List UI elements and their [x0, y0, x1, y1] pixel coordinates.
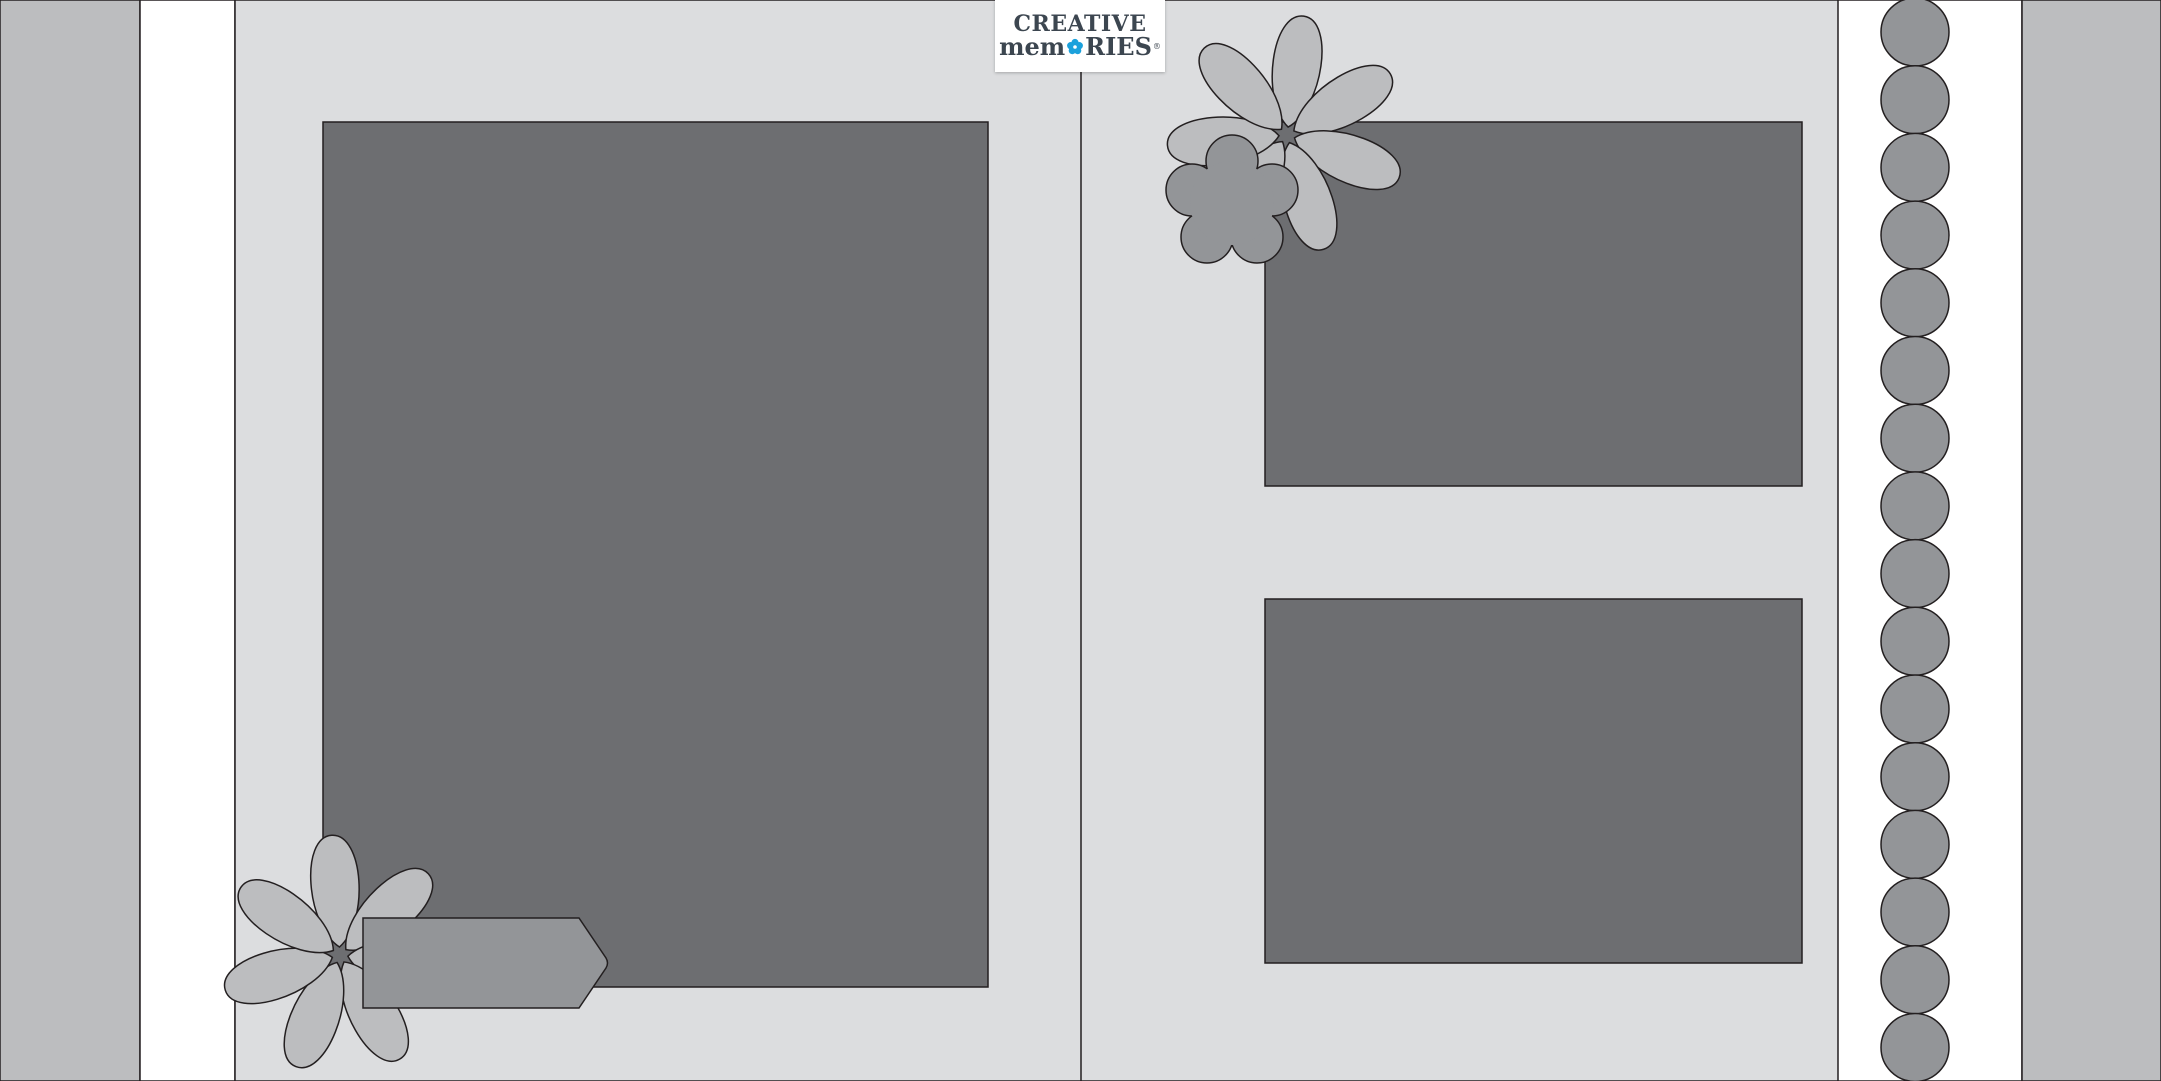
flower-embellishment-small-top	[1165, 134, 1299, 264]
border-dot	[1880, 132, 1950, 203]
border-dot	[1880, 403, 1950, 473]
border-dot	[1880, 538, 1950, 609]
right-gray-strip	[2021, 0, 2161, 1081]
logo-text-end: RIES	[1085, 32, 1152, 61]
blue-flower-icon	[1067, 38, 1084, 55]
logo-text-start: mem	[999, 32, 1066, 61]
tag-embellishment	[362, 917, 609, 1009]
left-gray-strip	[0, 0, 141, 1081]
border-dot	[1880, 809, 1950, 880]
border-dot	[1880, 335, 1950, 406]
border-dot	[1880, 674, 1950, 744]
logo-line-top: CREATIVE	[1013, 11, 1147, 37]
border-dot	[1880, 0, 1950, 67]
left-white-strip	[139, 0, 236, 1081]
logo-trademark: ®	[1152, 42, 1161, 51]
border-dot	[1880, 64, 1950, 135]
border-dot	[1880, 741, 1950, 812]
border-dot	[1880, 471, 1950, 541]
border-dot	[1880, 1012, 1950, 1081]
border-dot	[1880, 606, 1950, 677]
border-dot	[1880, 200, 1950, 270]
photo-block-right-bottom	[1264, 598, 1803, 964]
border-dot	[1880, 877, 1950, 947]
dot-border	[1880, 0, 1950, 1081]
border-dot	[1880, 945, 1950, 1015]
logo-line-bottom: mem RIES ®	[999, 35, 1161, 59]
photo-block-left-large	[322, 121, 989, 988]
creative-memories-logo: CREATIVE mem RIES ®	[995, 0, 1165, 72]
border-dot	[1880, 268, 1950, 338]
